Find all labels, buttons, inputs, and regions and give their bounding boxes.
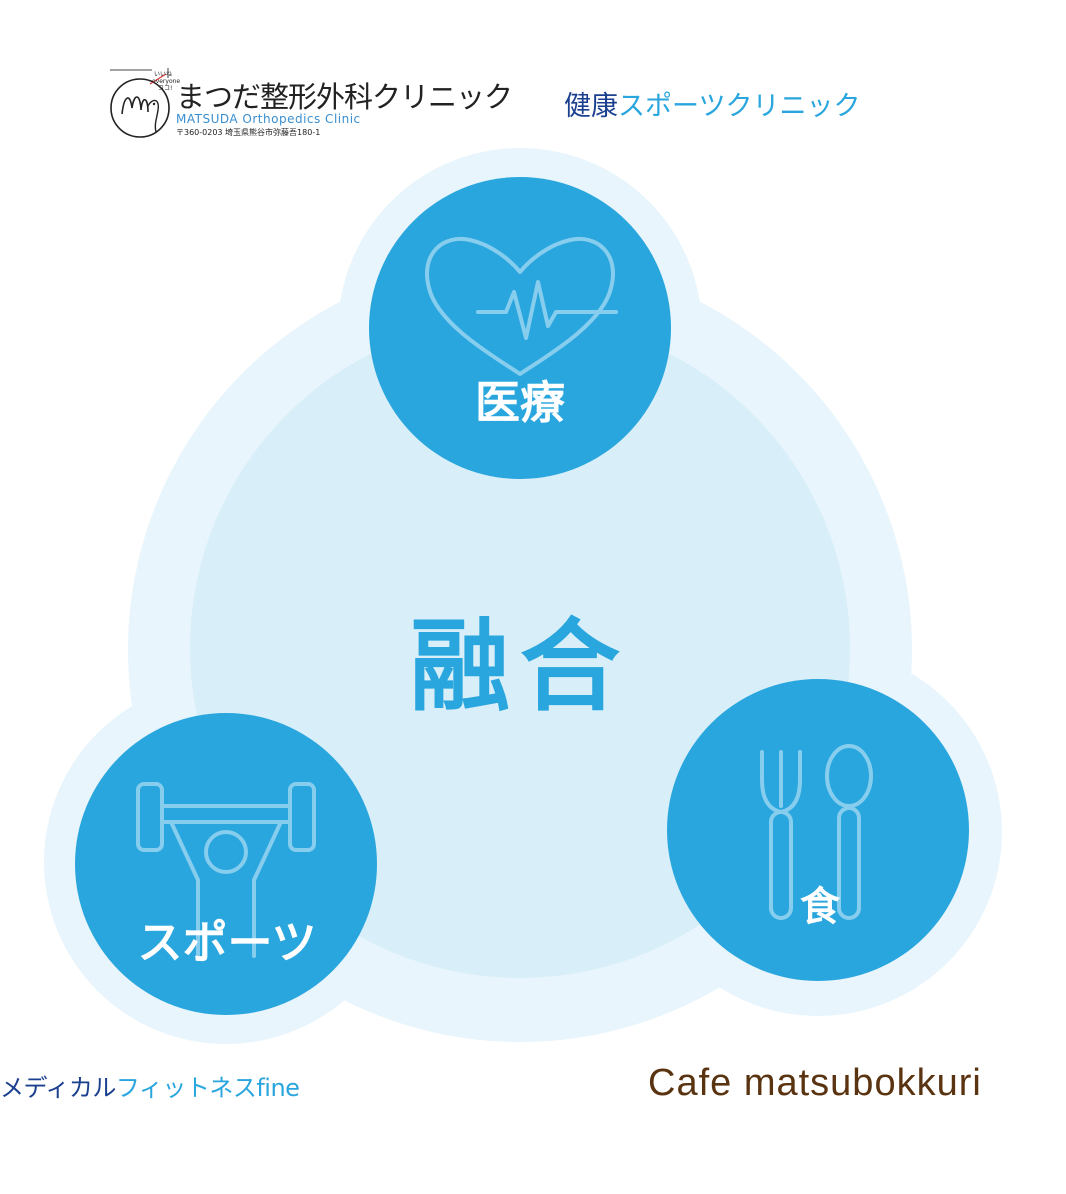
sports-clinic-part2: スポーツクリニック [618, 91, 861, 122]
node-label-sports: スポーツ [137, 916, 317, 969]
svg-text:いいね: いいね [154, 71, 172, 78]
fitness-part1: メディカル [0, 1074, 116, 1102]
svg-text:everyone: everyone [152, 78, 180, 85]
node-label-medical: 医療 [474, 376, 565, 429]
node-food [667, 679, 969, 981]
node-sports [75, 713, 377, 1015]
clinic-name: まつだ整形外科クリニック [176, 80, 513, 114]
clinic-address: 〒360-0203 埼玉県熊谷市弥藤吾180-1 [176, 128, 321, 137]
sports-clinic-logo[interactable]: 健康スポーツクリニック [564, 84, 860, 123]
clinic-logo[interactable]: いいね everyone ココ! まつだ整形外科クリニック MATSUDA Or… [110, 66, 513, 144]
fitness-part2: フィットネスfine [115, 1074, 300, 1102]
node-label-food: 食 [800, 884, 840, 930]
clinic-logo-mark: いいね everyone ココ! [110, 68, 180, 138]
fitness-logo[interactable]: メディカルフィットネスfine [0, 1068, 300, 1103]
weightlifter-icon [136, 782, 316, 958]
svg-text:ココ!: ココ! [158, 85, 172, 92]
cafe-logo[interactable]: Cafe matsubokkuri [648, 1062, 982, 1104]
center-label: 融合 [410, 608, 630, 725]
clinic-name-en: MATSUDA Orthopedics Clinic [176, 112, 361, 126]
node-medical [369, 177, 671, 479]
sports-clinic-part1: 健康 [564, 91, 618, 122]
heartbeat-icon [425, 236, 618, 376]
fork-spoon-icon [760, 744, 873, 920]
